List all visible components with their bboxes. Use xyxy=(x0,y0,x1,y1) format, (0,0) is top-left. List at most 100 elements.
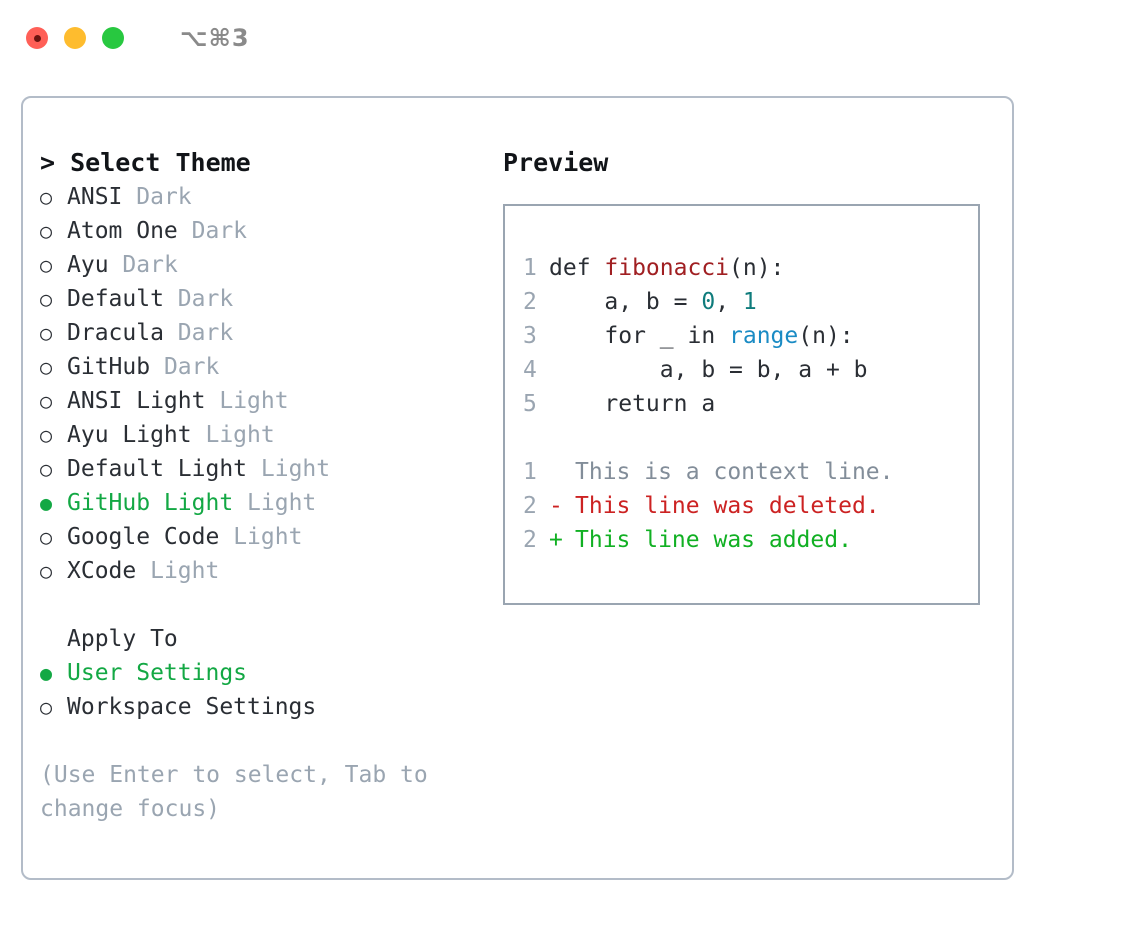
spacer xyxy=(247,452,261,486)
radio-unselected-icon: ○ xyxy=(40,525,53,549)
spacer xyxy=(109,248,123,282)
theme-variant-tag: Dark xyxy=(163,354,220,380)
code-line: 4 a, b = b, a + b xyxy=(523,353,978,387)
theme-option-ansi-light[interactable]: ○ ANSI Light Light xyxy=(40,384,488,418)
apply-to-option-label: Workspace Settings xyxy=(67,694,317,720)
close-window-icon[interactable] xyxy=(26,27,48,49)
spacer xyxy=(122,180,136,214)
theme-option-label: ANSI Light xyxy=(67,388,206,414)
spacer xyxy=(178,214,192,248)
radio-unselected-icon: ○ xyxy=(40,695,53,719)
theme-variant-tag: Light xyxy=(233,524,303,550)
radio-unselected-icon: ○ xyxy=(40,355,53,379)
theme-option-label: Default xyxy=(67,286,164,312)
theme-option-google-code[interactable]: ○ Google Code Light xyxy=(40,520,488,554)
theme-option-label: GitHub Light xyxy=(67,490,234,516)
code-token: 1 xyxy=(742,289,757,315)
theme-variant-tag: Light xyxy=(205,422,275,448)
theme-option-github[interactable]: ○GitHub Dark xyxy=(40,350,488,384)
keyboard-shortcut-label: ⌥⌘3 xyxy=(180,24,250,52)
code-token: def xyxy=(549,255,605,281)
radio-unselected-icon: ○ xyxy=(40,389,53,413)
diff-marker xyxy=(549,455,575,489)
code-line: 5 return a xyxy=(523,387,978,421)
traffic-lights xyxy=(26,27,124,49)
line-number: 2 xyxy=(523,289,537,315)
theme-option-default[interactable]: ○Default Dark xyxy=(40,282,488,316)
theme-option-label: Atom One xyxy=(67,218,178,244)
theme-variant-tag: Dark xyxy=(177,286,234,312)
diff-text: This is a context line. xyxy=(575,459,894,485)
radio-unselected-icon: ○ xyxy=(40,457,53,481)
apply-to-heading: Apply To xyxy=(67,626,178,652)
minimize-window-icon[interactable] xyxy=(64,27,86,49)
code-token: for _ in xyxy=(549,323,730,349)
apply-to-option-workspace-settings[interactable]: ○ Workspace Settings xyxy=(40,690,488,724)
line-number: 3 xyxy=(523,323,537,349)
apply-to-option-user-settings[interactable]: ●User Settings xyxy=(40,656,488,690)
spacer xyxy=(164,282,178,316)
theme-option-label: Dracula xyxy=(67,320,164,346)
theme-option-atom-one[interactable]: ○Atom One Dark xyxy=(40,214,488,248)
theme-option-ansi[interactable]: ○ANSI Dark xyxy=(40,180,488,214)
diff-line-number: 2 xyxy=(523,527,537,553)
diff-marker: - xyxy=(549,493,563,519)
code-line: 2 a, b = 0, 1 xyxy=(523,285,978,319)
code-token: return a xyxy=(549,391,716,417)
theme-option-label: Default Light xyxy=(67,456,248,482)
theme-variant-tag: Light xyxy=(219,388,289,414)
theme-option-label: Ayu Light xyxy=(67,422,192,448)
theme-variant-tag: Dark xyxy=(136,184,192,210)
spacer xyxy=(136,554,150,588)
theme-option-label: Google Code xyxy=(67,524,220,550)
line-number: 5 xyxy=(523,391,537,417)
code-token: , xyxy=(715,289,743,315)
radio-unselected-icon: ○ xyxy=(40,253,53,277)
radio-unselected-icon: ○ xyxy=(40,185,53,209)
theme-option-default-light[interactable]: ○ Default Light Light xyxy=(40,452,488,486)
spacer xyxy=(192,418,206,452)
theme-option-github-light[interactable]: ●GitHub Light Light xyxy=(40,486,488,520)
code-token: (n): xyxy=(798,323,854,349)
diff-line: 2+This line was added. xyxy=(523,523,978,557)
spacer xyxy=(205,384,219,418)
theme-option-dracula[interactable]: ○Dracula Dark xyxy=(40,316,488,350)
code-line: 1 def fibonacci(n): xyxy=(523,251,978,285)
zoom-window-icon[interactable] xyxy=(102,27,124,49)
theme-option-ayu-light[interactable]: ○ Ayu Light Light xyxy=(40,418,488,452)
code-token: range xyxy=(729,323,799,349)
title-bar: ⌥⌘3 xyxy=(0,0,1140,76)
code-token: fibonacci xyxy=(604,255,730,281)
apply-to-option-label: User Settings xyxy=(67,660,248,686)
radio-unselected-icon: ○ xyxy=(40,559,53,583)
diff-line: 2-This line was deleted. xyxy=(523,489,978,523)
theme-variant-tag: Light xyxy=(247,490,317,516)
radio-unselected-icon: ○ xyxy=(40,321,53,345)
spacer xyxy=(233,486,247,520)
theme-variant-tag: Light xyxy=(260,456,331,482)
line-number: 1 xyxy=(523,255,537,281)
preview-heading: Preview xyxy=(503,148,609,177)
diff-line-number: 2 xyxy=(523,493,537,519)
code-token: a, b = xyxy=(549,289,702,315)
keyboard-hint-text: (Use Enter to select, Tab to change focu… xyxy=(40,762,428,822)
code-token: (n): xyxy=(729,255,785,281)
dialog-frame: > Select Theme ○ANSI Dark○Atom One Dark○… xyxy=(21,96,1014,880)
select-theme-heading: > Select Theme xyxy=(40,148,251,177)
theme-option-label: Ayu xyxy=(67,252,109,278)
spacer xyxy=(219,520,233,554)
diff-text: This line was deleted. xyxy=(575,493,880,519)
apply-to-list[interactable]: ●User Settings ○ Workspace Settings xyxy=(40,656,488,724)
theme-option-xcode[interactable]: ○XCode Light xyxy=(40,554,488,588)
theme-picker-pane: > Select Theme ○ANSI Dark○Atom One Dark○… xyxy=(23,146,488,826)
theme-option-label: XCode xyxy=(67,558,137,584)
line-number: 4 xyxy=(523,357,537,383)
theme-list[interactable]: ○ANSI Dark○Atom One Dark○Ayu Dark○Defaul… xyxy=(40,180,488,588)
radio-unselected-icon: ○ xyxy=(40,219,53,243)
theme-option-ayu[interactable]: ○Ayu Dark xyxy=(40,248,488,282)
radio-unselected-icon: ○ xyxy=(40,423,53,447)
diff-text: This line was added. xyxy=(575,527,852,553)
